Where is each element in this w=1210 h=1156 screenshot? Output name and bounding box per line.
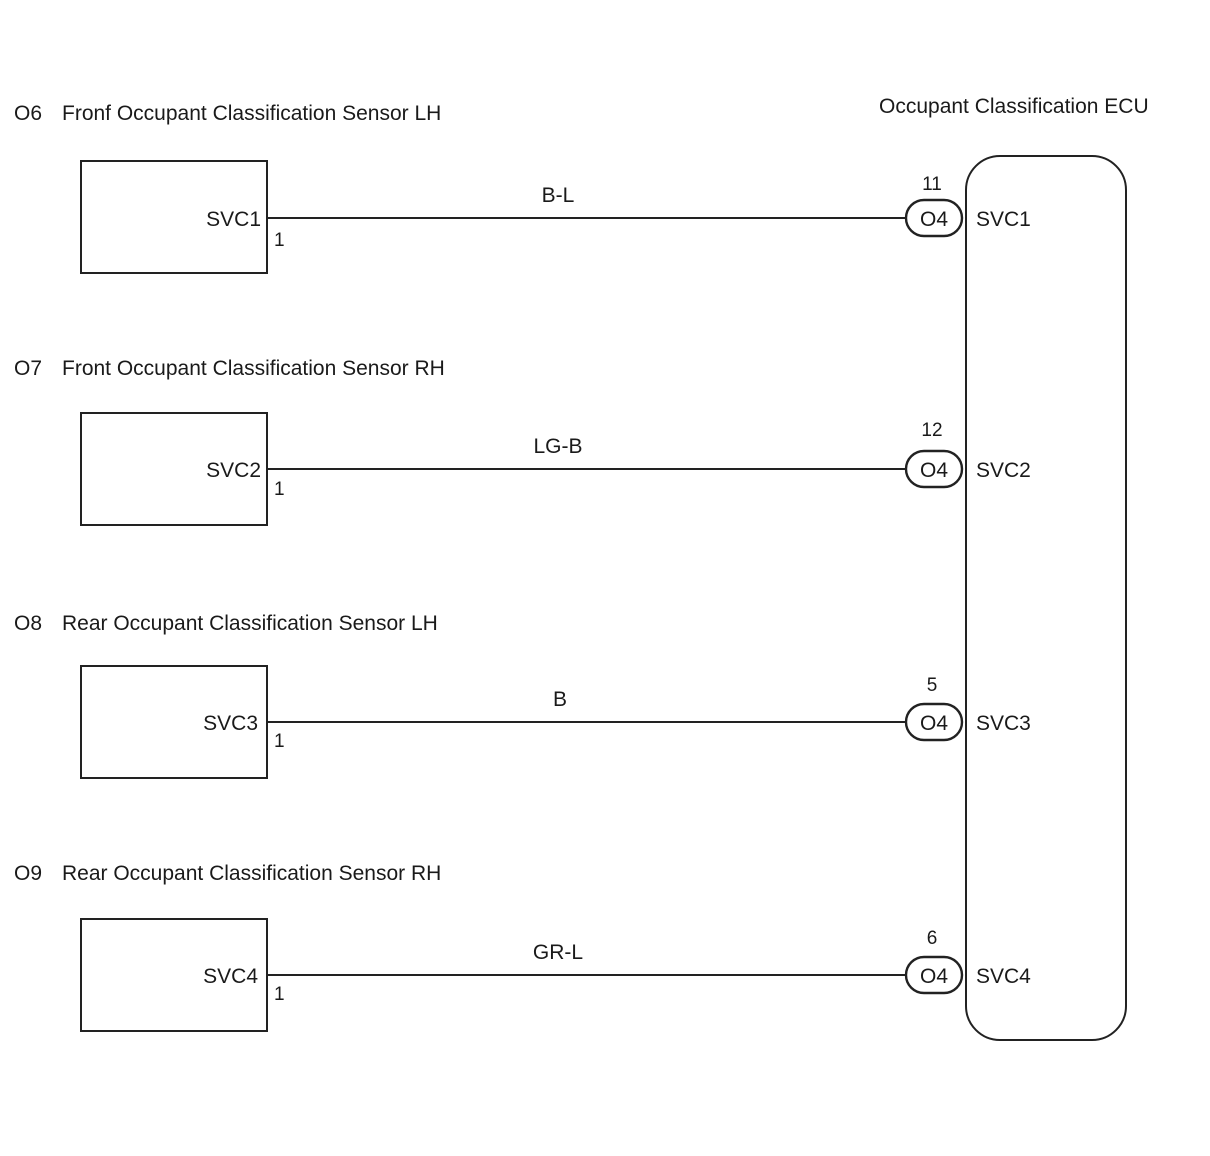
sensor-box (80, 918, 268, 1032)
ecu-pin: 12 (921, 420, 942, 441)
wire-color: LG-B (533, 435, 582, 458)
sensor-pin: 1 (274, 230, 285, 251)
sensor-box (80, 160, 268, 274)
sensor-terminal: SVC1 (206, 208, 261, 231)
sensor-box (80, 412, 268, 526)
connector-label: O4 (920, 712, 948, 735)
ecu-terminal: SVC2 (976, 459, 1031, 482)
sensor-id: O7 (14, 357, 42, 380)
connector-label: O4 (920, 459, 948, 482)
connector-icon (904, 702, 964, 742)
ecu-pin: 6 (927, 928, 938, 949)
connector-label: O4 (920, 965, 948, 988)
ecu-pin: 5 (927, 675, 938, 696)
connector-icon (904, 198, 964, 238)
connector-icon (904, 449, 964, 489)
sensor-terminal: SVC3 (203, 712, 258, 735)
sensor-pin: 1 (274, 984, 285, 1005)
sensor-name: Rear Occupant Classification Sensor LH (62, 612, 438, 635)
connector-icon (904, 955, 964, 995)
circuit-svc3: O8 Rear Occupant Classification Sensor L… (14, 612, 1031, 779)
ecu-terminal: SVC1 (976, 208, 1031, 231)
sensor-terminal: SVC2 (206, 459, 261, 482)
circuit-svc1: O6 Fronf Occupant Classification Sensor … (14, 102, 1031, 274)
sensor-name: Front Occupant Classification Sensor RH (62, 357, 445, 380)
circuit-svc2: O7 Front Occupant Classification Sensor … (14, 357, 1031, 526)
sensor-id: O8 (14, 612, 42, 635)
sensor-name: Rear Occupant Classification Sensor RH (62, 862, 441, 885)
circuit-svc4: O9 Rear Occupant Classification Sensor R… (14, 862, 1031, 1032)
sensor-pin: 1 (274, 731, 285, 752)
ecu-title: Occupant Classification ECU (879, 95, 1149, 118)
ecu-terminal: SVC4 (976, 965, 1031, 988)
sensor-name: Fronf Occupant Classification Sensor LH (62, 102, 441, 125)
connector-label: O4 (920, 208, 948, 231)
sensor-terminal: SVC4 (203, 965, 258, 988)
wire-color: GR-L (533, 941, 583, 964)
sensor-id: O6 (14, 102, 42, 125)
sensor-pin: 1 (274, 479, 285, 500)
wire-color: B-L (542, 184, 575, 207)
ecu-pin: 11 (922, 174, 942, 195)
ecu-terminal: SVC3 (976, 712, 1031, 735)
ecu-block: Occupant Classification ECU (879, 95, 1149, 1041)
wire-color: B (553, 688, 567, 711)
sensor-id: O9 (14, 862, 42, 885)
